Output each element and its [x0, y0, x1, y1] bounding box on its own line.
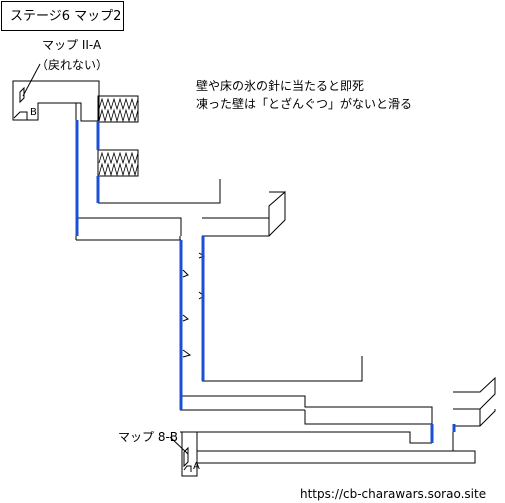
wall-spike-1 — [182, 269, 189, 278]
lower-corridor-mid — [197, 450, 476, 464]
door-a-label: A — [193, 461, 200, 472]
stage-title: ステージ6 マップ2 — [1, 1, 124, 31]
step-1-top — [180, 395, 433, 443]
note-frozen-wall: 凍った壁は「とざんぐつ」がないと滑る — [196, 97, 413, 111]
map-bottom-label: マップ 8-B — [118, 430, 179, 444]
spike-row-upper-bottom — [98, 108, 139, 123]
spike-row-upper-top — [98, 97, 139, 111]
note-spikes: 壁や床の氷の針に当たると即死 — [196, 79, 365, 93]
corridor-top-wall-right — [202, 217, 270, 236]
door-b-shape — [13, 111, 28, 120]
wall-spike-4 — [182, 314, 189, 322]
exit-cap-outline — [453, 376, 496, 410]
door-a-marker-box — [183, 446, 189, 468]
exit-cap-lower — [453, 409, 496, 427]
door-a-shape — [183, 465, 192, 472]
first-shaft-dead-end — [98, 179, 221, 204]
map-bottom-pointer — [169, 436, 189, 455]
lower-corridor-top — [180, 431, 432, 444]
corridor-top-wall — [76, 217, 182, 236]
door-b-label: B — [30, 107, 37, 118]
door-b-marker-box — [19, 86, 25, 104]
no-return-label: （戻れない） — [36, 58, 109, 72]
start-room-outline — [12, 80, 100, 122]
footer-url: https://cb-charawars.sorao.site — [300, 487, 487, 501]
spike-row-lower-bottom — [98, 162, 139, 177]
spike-block-upper-box — [97, 95, 139, 123]
step-2-bottom — [304, 410, 432, 425]
map-top-label: マップ II-A — [42, 38, 102, 52]
spike-block-lower-box — [97, 149, 139, 177]
spike-row-lower-top — [98, 151, 139, 165]
main-shaft-right-exit — [202, 356, 363, 382]
corridor-right-cap — [202, 190, 286, 237]
wall-spike-5 — [182, 349, 192, 358]
no-return-pointer — [22, 63, 41, 97]
